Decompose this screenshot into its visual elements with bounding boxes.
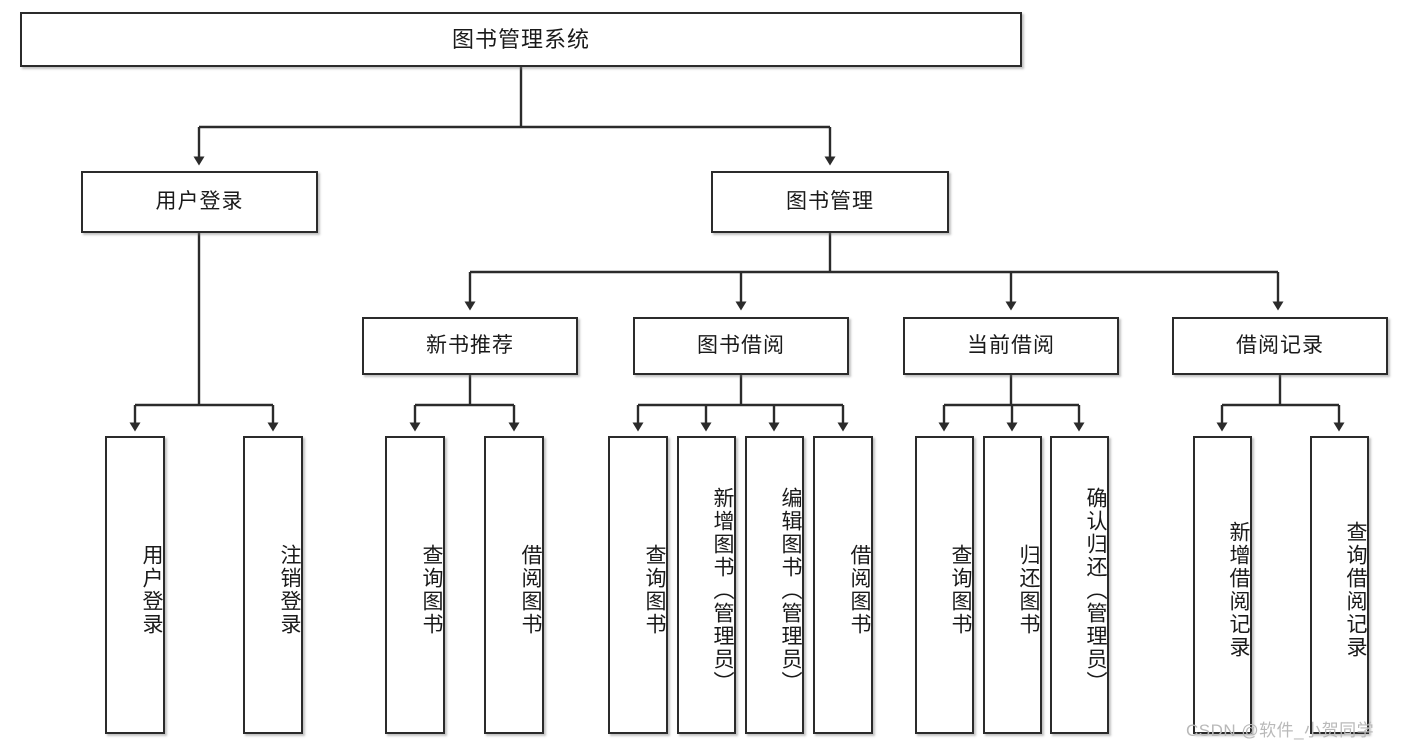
leaf-borrow-book-2[interactable]: 借阅图书	[813, 436, 873, 734]
leaf-add-record[interactable]: 新增借阅记录	[1193, 436, 1252, 734]
node-book-manage-label: 图书管理	[786, 189, 874, 213]
leaf-edit-book[interactable]: 编辑图书（管理员）	[745, 436, 804, 734]
leaf-borrow-book-1[interactable]: 借阅图书	[484, 436, 544, 734]
leaf-confirm-return[interactable]: 确认归还（管理员）	[1050, 436, 1109, 734]
node-new-book-recommend-label: 新书推荐	[426, 333, 514, 357]
leaf-user-login[interactable]: 用户登录	[105, 436, 165, 734]
leaf-query-book-1[interactable]: 查询图书	[385, 436, 445, 734]
node-current-borrow[interactable]: 当前借阅	[903, 317, 1119, 375]
leaf-confirm-return-label: 确认归还（管理员）	[1084, 486, 1107, 694]
node-borrow-record[interactable]: 借阅记录	[1172, 317, 1388, 375]
node-root-label: 图书管理系统	[451, 26, 590, 52]
leaf-query-book-3-label: 查询图书	[949, 544, 972, 636]
leaf-add-book[interactable]: 新增图书（管理员）	[677, 436, 736, 734]
leaf-query-book-2[interactable]: 查询图书	[608, 436, 668, 734]
leaf-query-record-label: 查询借阅记录	[1344, 521, 1367, 659]
node-user-login[interactable]: 用户登录	[81, 171, 318, 233]
csdn-watermark: CSDN @软件_小贺同学	[1186, 721, 1375, 740]
node-borrow-record-label: 借阅记录	[1236, 333, 1324, 357]
node-current-borrow-label: 当前借阅	[967, 333, 1055, 357]
leaf-logout-label: 注销登录	[278, 544, 301, 636]
leaf-query-book-3[interactable]: 查询图书	[915, 436, 974, 734]
leaf-logout[interactable]: 注销登录	[243, 436, 303, 734]
node-book-borrow-label: 图书借阅	[697, 333, 785, 357]
leaf-query-book-2-label: 查询图书	[643, 544, 666, 636]
node-root[interactable]: 图书管理系统	[20, 12, 1022, 67]
leaf-query-book-1-label: 查询图书	[420, 544, 443, 636]
node-new-book-recommend[interactable]: 新书推荐	[362, 317, 578, 375]
leaf-query-record[interactable]: 查询借阅记录	[1310, 436, 1369, 734]
leaf-return-book[interactable]: 归还图书	[983, 436, 1042, 734]
leaf-return-book-label: 归还图书	[1017, 544, 1040, 636]
leaf-borrow-book-1-label: 借阅图书	[519, 544, 542, 636]
leaf-add-book-label: 新增图书（管理员）	[711, 486, 734, 694]
leaf-borrow-book-2-label: 借阅图书	[848, 544, 871, 636]
node-user-login-label: 用户登录	[155, 189, 244, 213]
node-book-borrow[interactable]: 图书借阅	[633, 317, 849, 375]
leaf-edit-book-label: 编辑图书（管理员）	[779, 486, 802, 694]
leaf-user-login-label: 用户登录	[140, 544, 163, 636]
node-book-manage[interactable]: 图书管理	[711, 171, 949, 233]
leaf-add-record-label: 新增借阅记录	[1227, 521, 1250, 659]
